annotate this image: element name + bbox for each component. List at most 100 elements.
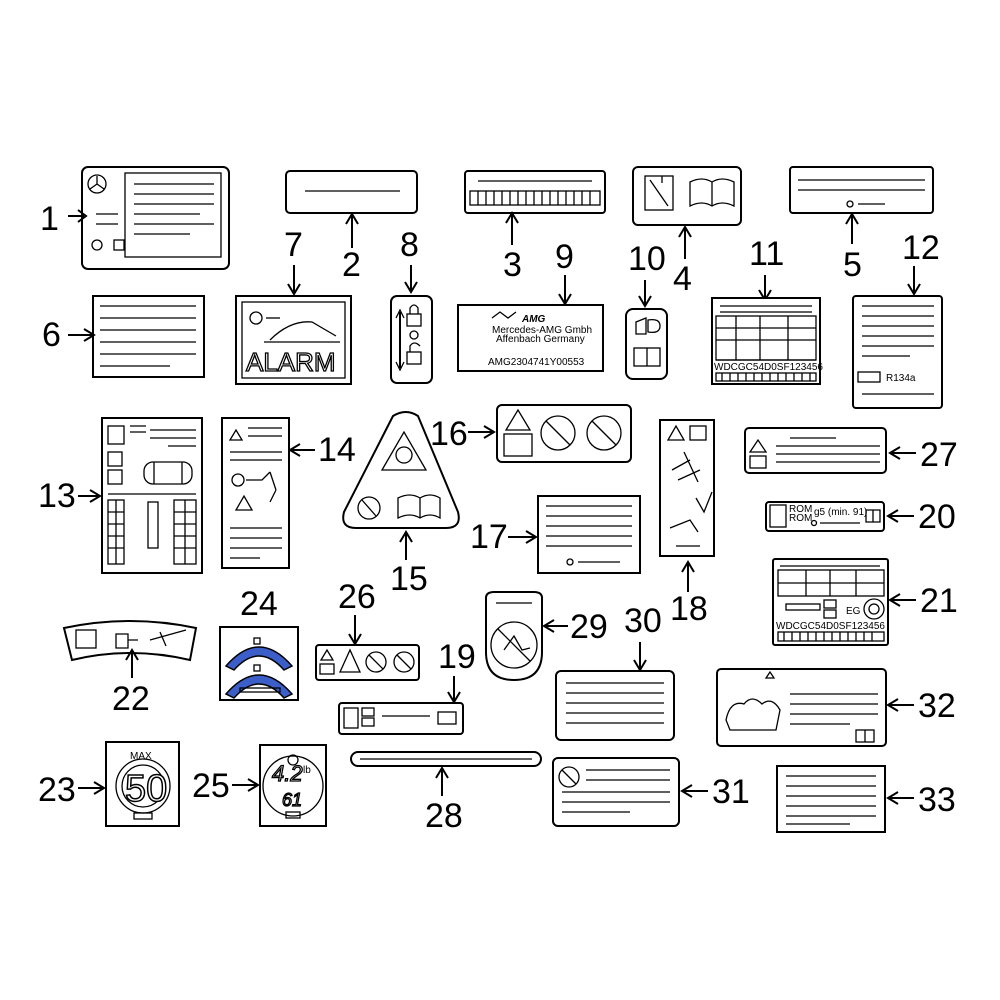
label-30 xyxy=(555,670,675,741)
arrow-13 xyxy=(78,489,102,503)
callout-23: 23 xyxy=(38,771,76,809)
arrow-14 xyxy=(288,443,315,457)
callout-21: 21 xyxy=(920,582,958,620)
rom-1: ROM xyxy=(789,504,812,515)
arrow-28 xyxy=(435,766,449,796)
label-6 xyxy=(92,295,205,378)
callout-11: 11 xyxy=(749,235,784,273)
arrow-2 xyxy=(345,212,359,248)
label-16 xyxy=(496,404,632,463)
callout-13: 13 xyxy=(38,477,76,515)
label-19 xyxy=(338,702,464,735)
label-3 xyxy=(464,170,606,214)
label-31 xyxy=(552,757,680,827)
arrow-21 xyxy=(888,593,916,607)
label-27 xyxy=(744,427,887,474)
arrow-6 xyxy=(68,328,96,342)
amg-code: AMG2304741Y00553 xyxy=(488,357,585,368)
alarm-text: ALARM xyxy=(246,347,336,377)
pressure-unit: lb xyxy=(303,765,311,776)
arrow-29 xyxy=(542,619,568,633)
label-10 xyxy=(625,308,668,380)
arrow-11 xyxy=(758,275,772,302)
arrow-27 xyxy=(888,446,916,460)
arrow-22 xyxy=(125,648,139,678)
arrow-18 xyxy=(681,560,695,592)
label-20: ROM ROM g5 (min. 91) xyxy=(765,501,885,532)
callout-30: 30 xyxy=(624,602,662,640)
callout-10: 10 xyxy=(628,240,666,278)
callout-28: 28 xyxy=(425,797,463,835)
arrow-1 xyxy=(68,209,88,223)
arrow-3 xyxy=(505,211,519,245)
label-33 xyxy=(776,765,886,833)
callout-6: 6 xyxy=(42,316,61,354)
callout-29: 29 xyxy=(570,608,608,646)
callout-8: 8 xyxy=(400,226,419,264)
label-7: ALARM xyxy=(235,295,352,385)
arrow-8 xyxy=(404,265,418,294)
callout-15: 15 xyxy=(390,560,428,598)
label-5 xyxy=(789,166,934,214)
callout-22: 22 xyxy=(112,680,150,718)
callout-24: 24 xyxy=(240,585,278,623)
speed-max: MAX xyxy=(130,751,152,762)
arrow-32 xyxy=(886,698,914,712)
arrow-9 xyxy=(558,275,572,306)
refrigerant-text: R134a xyxy=(886,373,916,384)
arrow-4 xyxy=(678,225,692,259)
callout-4: 4 xyxy=(673,260,692,298)
callout-3: 3 xyxy=(503,246,522,284)
amg-brand: AMG xyxy=(521,314,546,325)
label-15 xyxy=(342,411,460,529)
label-32 xyxy=(716,668,887,747)
label-22 xyxy=(62,620,198,662)
amg-location: Affenbach Germany xyxy=(496,334,585,345)
label-28 xyxy=(350,751,542,767)
callout-17: 17 xyxy=(470,518,508,556)
arrow-16 xyxy=(468,425,496,439)
label-26 xyxy=(315,644,420,681)
arrow-20 xyxy=(886,509,914,523)
amg-company: Mercedes-AMG Gmbh xyxy=(492,325,592,336)
label-14 xyxy=(221,417,290,569)
label-18 xyxy=(659,419,715,557)
arrow-7 xyxy=(287,265,301,296)
callout-1: 1 xyxy=(40,200,59,238)
label-2 xyxy=(285,170,418,214)
arrow-19 xyxy=(447,676,461,704)
arrow-33 xyxy=(886,791,914,805)
callout-27: 27 xyxy=(920,436,958,474)
arrow-10 xyxy=(638,280,652,308)
vin-11: WDCGC54D0SF123456 xyxy=(714,362,823,373)
callout-33: 33 xyxy=(918,781,956,819)
arrow-31 xyxy=(680,784,708,798)
label-11: WDCGC54D0SF123456 xyxy=(711,297,823,385)
callout-5: 5 xyxy=(843,246,862,284)
callout-20: 20 xyxy=(918,498,956,536)
fuel-grade: g5 (min. 91) xyxy=(814,507,867,518)
label-4 xyxy=(632,166,742,226)
arrow-17 xyxy=(508,530,538,544)
speed-value: 50 xyxy=(125,768,167,810)
eg-text: EG xyxy=(846,606,861,617)
rom-2: ROM xyxy=(789,513,812,524)
label-1 xyxy=(81,166,230,270)
pressure-bottom: 61 xyxy=(282,790,302,810)
arrow-23 xyxy=(78,781,106,795)
label-29 xyxy=(485,591,543,682)
label-8 xyxy=(390,295,433,384)
pressure-top: 4.2 xyxy=(272,761,303,786)
label-13 xyxy=(101,417,203,574)
callout-9: 9 xyxy=(555,238,574,276)
callout-18: 18 xyxy=(670,590,708,628)
callout-31: 31 xyxy=(712,773,750,811)
callout-12: 12 xyxy=(902,229,940,267)
arrow-12 xyxy=(907,266,921,296)
arrow-30 xyxy=(633,642,647,672)
label-9: AMG Mercedes-AMG Gmbh Affenbach Germany … xyxy=(457,304,604,372)
arrow-5 xyxy=(845,212,859,244)
vin-21: WDCGC54D0SF123456 xyxy=(776,621,885,632)
callout-32: 32 xyxy=(918,687,956,725)
